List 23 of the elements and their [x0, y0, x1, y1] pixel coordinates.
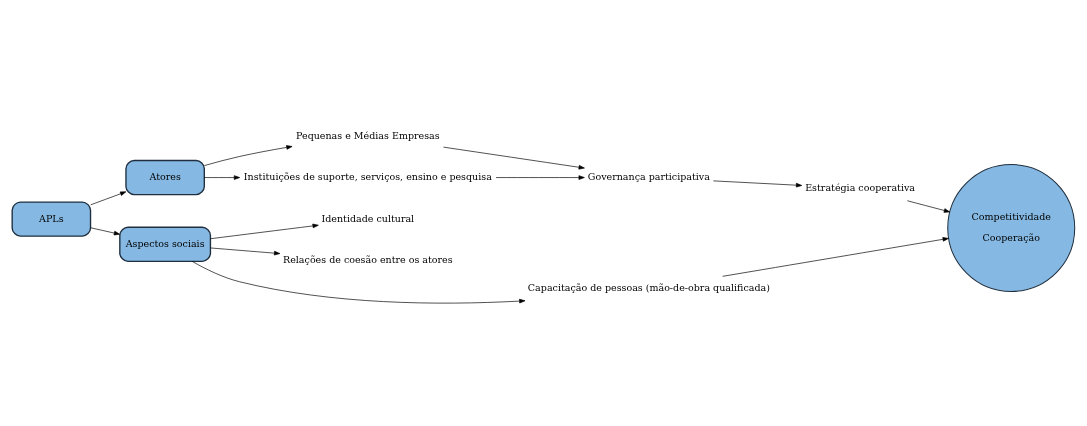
arrow — [90, 226, 121, 235]
node-text: Identidade cultural — [321, 212, 415, 224]
arrow — [90, 190, 127, 205]
arrow — [204, 144, 293, 166]
node-text: Governança participativa — [587, 170, 710, 182]
node-circle: Competitividade Cooperação — [947, 163, 1076, 292]
arrow — [204, 174, 240, 180]
arrow — [713, 180, 803, 187]
arrow — [495, 174, 585, 180]
arrow — [443, 146, 585, 169]
arrow — [907, 199, 950, 213]
node-text: Relações de coesão entre os atores — [283, 253, 453, 265]
node-box: APLs — [11, 200, 92, 237]
arrow — [722, 236, 949, 277]
node-box: Atores — [125, 159, 205, 195]
arrow — [210, 223, 319, 239]
node-text: Capacitação de pessoas (mão-de-obra qualificada) — [527, 281, 770, 293]
node-text: Estratégia cooperativa — [805, 181, 915, 193]
node-box: Aspectos sociais — [119, 226, 212, 262]
node-text: Pequenas e Médias Empresas — [296, 129, 440, 141]
arrow — [210, 247, 281, 255]
arrow — [191, 260, 526, 303]
node-text: Instituições de suporte, serviços, ensino e pesquisa — [243, 170, 492, 182]
